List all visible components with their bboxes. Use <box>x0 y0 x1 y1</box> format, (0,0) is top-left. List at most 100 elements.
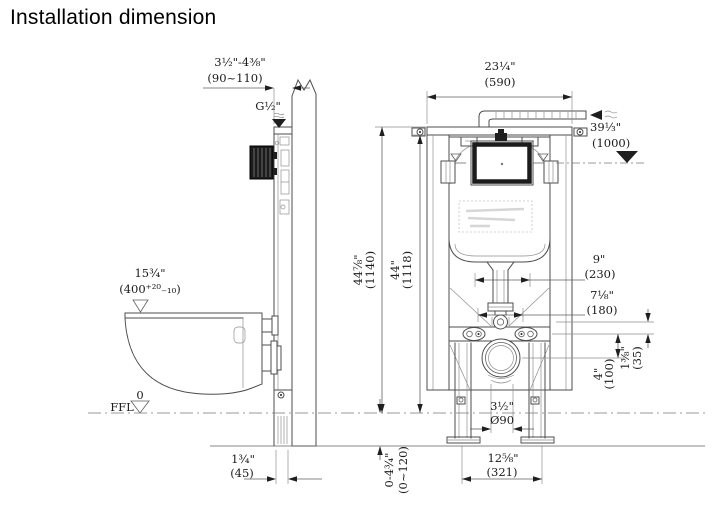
dim-frame-depth-inches: 1¾" <box>231 452 255 466</box>
arrow-up-icon <box>379 127 385 136</box>
water-inlet-callout: G½" <box>255 99 286 128</box>
product-label <box>458 200 533 233</box>
dim-flush-span: 9" (230) <box>474 252 616 287</box>
dim-rim-height: 15¾" (400⁺²⁰₋₁₀) <box>119 266 181 313</box>
dim-drain-pipe-mm: Ø90 <box>490 413 514 427</box>
wall-section <box>291 78 317 447</box>
hose-corrugation <box>495 112 577 118</box>
drain-outlet <box>481 338 521 384</box>
mounting-slot-right <box>514 327 538 341</box>
dim-hose-inches: 39⅓" <box>590 120 621 134</box>
corner-screw-right <box>573 127 588 137</box>
dim-drain-offset-inches: 4" <box>591 368 605 381</box>
frame-legs <box>446 342 555 444</box>
arrow-right-icon <box>521 277 530 283</box>
dim-frame-height-inches: 44" <box>388 260 402 280</box>
dim-wall-offset: 3½"-4⅜" (90~110) <box>203 55 310 124</box>
dim-foot-span-mm: (321) <box>487 465 518 479</box>
dim-leg-adjust-mm: (0~120) <box>396 446 410 494</box>
arrow-right-icon <box>265 85 274 91</box>
arrow-left-icon <box>288 476 297 482</box>
wall-hatch <box>291 78 317 447</box>
page-title: Installation dimension <box>10 6 217 29</box>
ffl-label: FFL <box>110 400 134 414</box>
arrow-up-icon <box>417 135 423 144</box>
inlet-valve <box>493 314 508 330</box>
dim-inlet-span: 7⅛" (180) <box>477 288 618 322</box>
arrow-left-icon <box>475 277 484 283</box>
arrow-up-icon <box>377 446 383 455</box>
dim-leg-adjust-inches: 0-4¾" <box>382 453 396 488</box>
arrow-left-icon <box>478 312 487 318</box>
mounting-slot-left <box>462 327 486 341</box>
dim-drain-offset-mm: (100) <box>602 359 616 390</box>
arrow-up-icon <box>645 334 651 343</box>
arrow-right-icon <box>563 94 572 100</box>
arrow-right-icon <box>533 476 542 482</box>
dim-hose-height: 39⅓" (1000) <box>556 120 645 164</box>
arrow-right-icon <box>482 426 491 432</box>
dim-flush-span-inches: 9" <box>593 252 606 266</box>
arrow-down-icon <box>377 404 383 413</box>
inlet-nub <box>495 133 507 141</box>
dim-wall-offset-inches: 3½"-4⅜" <box>214 55 265 69</box>
leg-bolt-right <box>530 396 540 405</box>
corner-screw-left <box>411 127 426 137</box>
cistern <box>440 129 559 263</box>
dim-foot-span-inches: 12⅝" <box>487 451 518 465</box>
dim-total-height-mm: (1140) <box>363 251 377 289</box>
arrow-left-icon <box>292 85 301 91</box>
dim-slot-offset-inches: 1⅜" <box>618 346 632 370</box>
dim-rim-height-mm: (400⁺²⁰₋₁₀) <box>119 282 181 296</box>
clamp-right <box>543 160 559 184</box>
dim-width-inches: 23¼" <box>484 59 515 73</box>
arrow-left-icon <box>513 426 522 432</box>
hose-break-arrow-icon <box>590 110 602 120</box>
dim-frame-height-mm: (1118) <box>400 251 414 289</box>
dim-slot-offset-mm: (35) <box>630 346 644 370</box>
arrow-up-icon <box>615 334 621 343</box>
reference-lines <box>88 412 705 447</box>
toilet-bowl <box>124 312 282 395</box>
flush-hose <box>478 110 618 128</box>
arrow-left-icon <box>462 476 471 482</box>
dim-drain-offset: 4" (100) 1⅜" (35) <box>522 309 654 389</box>
dim-wall-offset-mm: (90~110) <box>207 71 262 85</box>
dim-inlet-span-mm: (180) <box>587 303 618 317</box>
dim-drain-pipe: 3½" Ø90 <box>470 384 534 433</box>
dim-drain-pipe-inches: 3½" <box>490 399 514 413</box>
dim-width-mm: (590) <box>485 75 516 89</box>
ffl-triangle-icon <box>130 400 150 414</box>
access-window <box>470 140 534 186</box>
dim-rim-height-inches: 15¾" <box>134 266 165 280</box>
ffl-zero: 0 <box>136 388 143 402</box>
seat-bumper <box>233 326 246 344</box>
dim-flush-span-mm: (230) <box>585 267 616 281</box>
side-view: 3½"-4⅜" (90~110) G½" 15¾" (400⁺²⁰₋₁₀) <box>110 55 322 484</box>
clamp-left <box>440 160 456 184</box>
inlet-arrow-icon <box>272 119 286 128</box>
leg-bolt-left <box>456 396 466 405</box>
arrow-down-icon <box>645 313 651 322</box>
dim-frame-depth-mm: (45) <box>230 466 254 480</box>
dim-leg-adjust: 0-4¾" (0~120) <box>377 399 410 494</box>
arrow-down-icon <box>615 349 621 358</box>
level-1000-triangle-icon <box>616 151 638 163</box>
flush-plate-side <box>249 145 277 180</box>
dim-heights: 44⅞" (1140) 44" (1118) <box>351 126 427 413</box>
flush-pipe-assembly <box>462 261 538 384</box>
arrow-left-icon <box>427 94 436 100</box>
arrow-right-icon <box>267 476 276 482</box>
level-triangle-icon <box>132 299 149 313</box>
arrow-down-icon <box>417 404 423 413</box>
dim-foot-span: 12⅝" (321) <box>461 446 543 484</box>
inlet-thread-label: G½" <box>255 99 281 113</box>
dim-inlet-span-inches: 7⅛" <box>590 288 614 302</box>
dim-frame-depth: 1¾" (45) <box>230 450 322 484</box>
arrow-right-icon <box>514 312 523 318</box>
dim-total-height-inches: 44⅞" <box>351 254 365 285</box>
ffl-marker: FFL 0 <box>110 388 150 414</box>
dim-hose-mm: (1000) <box>592 136 630 150</box>
